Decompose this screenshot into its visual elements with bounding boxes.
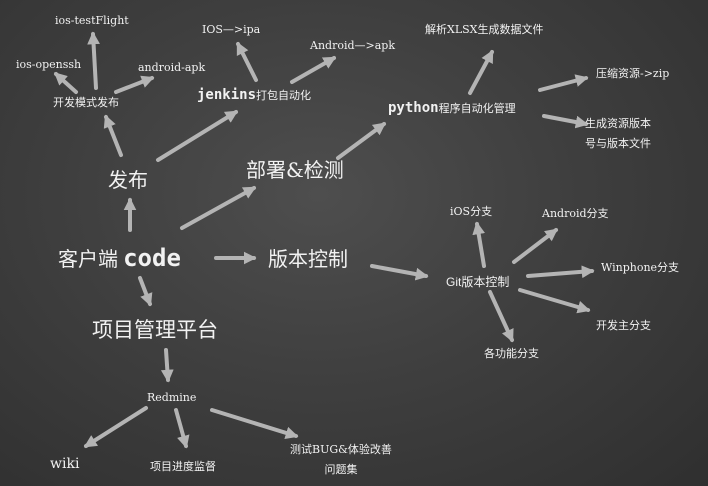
arrow-deploy-to-python bbox=[336, 122, 387, 160]
bug-line2: 问题集 bbox=[324, 463, 358, 476]
version-gen-line2: 号与版本文件 bbox=[585, 137, 651, 150]
node-winphone-branch: Winphone分支 bbox=[601, 261, 680, 274]
arrow-pm-to-redmine bbox=[160, 348, 174, 383]
node-version-control: 版本控制 bbox=[268, 247, 348, 271]
arrow-vc-to-git bbox=[370, 264, 429, 281]
node-jenkins: jenkins打包自动化 bbox=[197, 86, 311, 102]
node-progress: 项目进度监督 bbox=[150, 460, 216, 473]
node-parse-xlsx: 解析XLSX生成数据文件 bbox=[425, 23, 544, 36]
node-android-apk-small: android-apk bbox=[138, 61, 206, 74]
node-feature-branches: 各功能分支 bbox=[484, 347, 539, 360]
node-android-apk: Android—>apk bbox=[310, 39, 395, 52]
code-label: code bbox=[123, 244, 181, 272]
arrow-to-openssh bbox=[54, 72, 78, 94]
arrow-to-wiki bbox=[83, 406, 148, 448]
node-ios-ipa: IOS—>ipa bbox=[202, 23, 261, 36]
node-version-gen: 生成资源版本 号与版本文件 bbox=[585, 114, 651, 154]
version-gen-line1: 生成资源版本 bbox=[585, 117, 651, 130]
arrow-to-testflight bbox=[87, 31, 100, 90]
bug-line1: 测试BUG&体验改善 bbox=[290, 443, 392, 456]
node-deploy: 部署&检测 bbox=[246, 158, 344, 182]
arrow-to-progress bbox=[174, 408, 190, 449]
node-compress: 压缩资源->zip bbox=[596, 67, 670, 80]
arrow-to-compress bbox=[538, 74, 589, 92]
arrow-to-version-gen bbox=[542, 114, 589, 129]
arrow-to-ios-branch bbox=[472, 221, 486, 268]
node-git: Git版本控制 bbox=[446, 275, 510, 289]
arrow-to-android-branch bbox=[512, 228, 559, 264]
node-python: python程序自动化管理 bbox=[388, 99, 516, 115]
node-release: 发布 bbox=[108, 168, 148, 192]
node-redmine: Redmine bbox=[147, 391, 197, 404]
arrow-to-parse-xlsx bbox=[468, 49, 494, 95]
node-ios-branch: iOS分支 bbox=[450, 205, 493, 218]
node-bug-collection: 测试BUG&体验改善 问题集 bbox=[290, 440, 392, 480]
arrow-to-feature-branches bbox=[488, 290, 514, 343]
arrow-to-bug-collection bbox=[210, 408, 299, 440]
node-android-branch: Android分支 bbox=[542, 207, 609, 220]
node-ios-testflight: ios-testFlight bbox=[55, 14, 129, 27]
jenkins-suffix: 打包自动化 bbox=[256, 89, 312, 102]
arrow-to-dev-main-branch bbox=[518, 288, 591, 314]
arrow-release-to-devmode bbox=[103, 114, 123, 157]
client-label: 客户端 bbox=[58, 247, 118, 271]
node-dev-mode-release: 开发模式发布 bbox=[53, 96, 119, 109]
jenkins-label: jenkins bbox=[197, 87, 257, 103]
arrow-to-android-apk bbox=[290, 56, 337, 84]
arrow-to-ios-ipa bbox=[236, 41, 258, 82]
arrow-code-to-pm bbox=[138, 276, 153, 307]
arrow-to-winphone-branch bbox=[526, 265, 595, 279]
arrow-code-to-deploy bbox=[180, 186, 257, 230]
node-pm-platform: 项目管理平台 bbox=[92, 318, 218, 342]
python-suffix: 程序自动化管理 bbox=[438, 102, 516, 115]
node-client-code: 客户端 code bbox=[58, 246, 181, 270]
arrow-to-android-apk-small bbox=[114, 75, 155, 94]
node-ios-openssh: ios-openssh bbox=[16, 58, 82, 71]
node-wiki: wiki bbox=[50, 456, 80, 472]
node-dev-main-branch: 开发主分支 bbox=[596, 319, 651, 332]
python-label: python bbox=[388, 100, 439, 116]
arrow-release-to-jenkins bbox=[156, 110, 239, 162]
